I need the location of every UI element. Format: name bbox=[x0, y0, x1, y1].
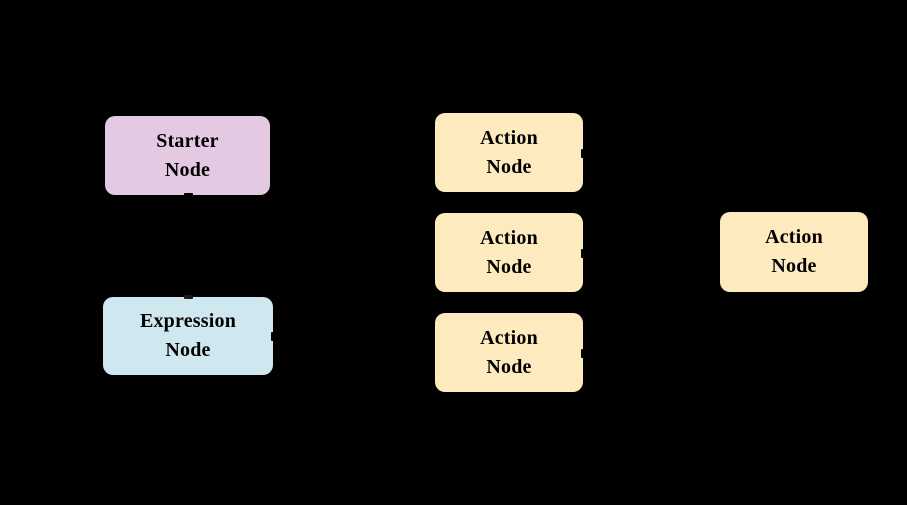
connector-port-right-icon[interactable] bbox=[271, 332, 276, 341]
node-label-line-1: Starter bbox=[156, 129, 219, 152]
node-label-line-2: Node bbox=[164, 158, 211, 181]
node-label-line-1: Action bbox=[765, 226, 823, 248]
connector-port-top-icon[interactable] bbox=[184, 295, 193, 299]
node-label-line-2: Node bbox=[165, 339, 211, 361]
node-label-line-1: Expression bbox=[139, 310, 237, 332]
connector-port-right-icon[interactable] bbox=[581, 148, 586, 158]
connector-port-right-icon[interactable] bbox=[581, 348, 586, 358]
node-label-line-1: Action bbox=[480, 126, 538, 149]
connector-port-right-icon[interactable] bbox=[581, 248, 586, 258]
connector-port-bottom-icon[interactable] bbox=[183, 193, 193, 198]
node-label-line-1: Action bbox=[480, 226, 538, 249]
node-label-line-2: Node bbox=[771, 255, 817, 277]
node-label-line-2: Node bbox=[486, 155, 532, 178]
node-label-line-2: Node bbox=[486, 255, 532, 278]
node-label-line-1: Action bbox=[480, 326, 538, 349]
node-label-line-2: Node bbox=[486, 355, 532, 378]
